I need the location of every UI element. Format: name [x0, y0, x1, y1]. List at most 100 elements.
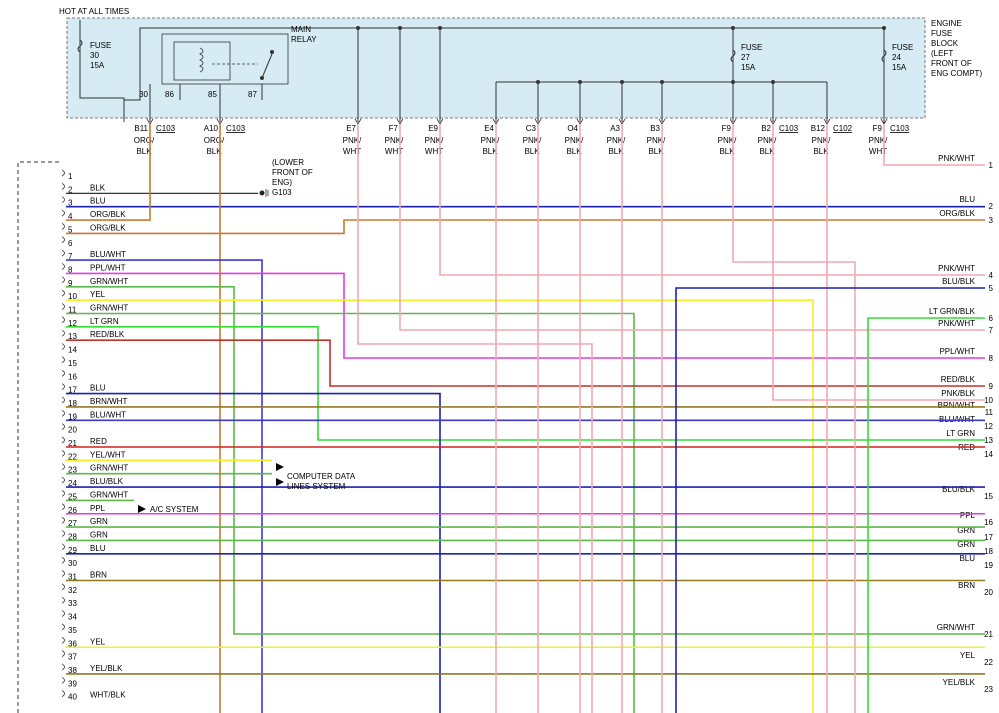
connector-pin-label: E9: [428, 124, 438, 133]
left-pin-number: 21: [68, 439, 77, 448]
connector-wire-color: BLK: [608, 147, 624, 156]
right-pin-number: 15: [984, 492, 993, 501]
left-pin-number: 3: [68, 199, 73, 208]
right-wire-label: BLU/BLK: [942, 485, 976, 494]
left-pin-number: 17: [68, 386, 77, 395]
fuse-block-name-line: (LEFT: [931, 49, 953, 58]
connector-wire-color: WHT: [385, 147, 403, 156]
connector-wire-color: PNK/: [718, 136, 737, 145]
wire-yel: [66, 299, 814, 713]
left-pin-number: 31: [68, 573, 77, 582]
right-pin-number: 18: [984, 547, 993, 556]
connector-wire-color: PNK/: [607, 136, 626, 145]
ground-location-line: FRONT OF: [272, 168, 313, 177]
left-pin-wire-label: GRN/WHT: [90, 490, 128, 499]
fuse-symbol: [77, 39, 83, 53]
left-pin-number: 33: [68, 599, 77, 608]
pin-bracket: [61, 583, 65, 591]
right-pin-number: 4: [989, 271, 994, 280]
fuse-label: 15A: [741, 63, 756, 72]
pin-bracket: [61, 369, 65, 377]
relay-contact: [260, 76, 264, 80]
left-pin-number: 9: [68, 279, 73, 288]
left-pin-wire-label: LT GRN: [90, 317, 119, 326]
left-pin-wire-label: BRN: [90, 571, 107, 580]
fuse-label: 15A: [892, 63, 907, 72]
left-pin-number: 39: [68, 679, 77, 688]
junction-dot: [731, 80, 735, 84]
fuse-label: FUSE: [90, 41, 111, 50]
arrow-icon: [276, 478, 284, 486]
right-pin-number: 6: [989, 314, 994, 323]
left-pin-number: 4: [68, 212, 73, 221]
right-wire-label: YEL/BLK: [943, 678, 976, 687]
pin-bracket: [61, 690, 65, 697]
left-pin-wire-label: BLK: [90, 183, 106, 192]
fuse-label: 24: [892, 53, 901, 62]
arrow-icon: [276, 463, 284, 471]
pin-bracket: [61, 436, 65, 444]
relay-pin-label: 87: [248, 90, 257, 99]
connector-wire-color: PNK/: [869, 136, 888, 145]
left-pin-number: 36: [68, 639, 77, 648]
pin-bracket: [61, 183, 65, 190]
wire-pnk-wht: [439, 124, 985, 276]
pin-bracket: [61, 236, 65, 244]
left-pin-number: 5: [68, 225, 73, 234]
right-pin-number: 19: [984, 561, 993, 570]
pin-bracket: [61, 356, 65, 364]
wire-red-blk: [66, 339, 985, 387]
right-pin-number: 17: [984, 533, 993, 542]
pin-bracket: [61, 503, 65, 511]
left-pin-wire-label: ORG/BLK: [90, 210, 126, 219]
left-pin-number: 28: [68, 532, 77, 541]
junction-dot: [398, 26, 402, 30]
ground-icon-bars: [265, 189, 269, 197]
main-relay-label: RELAY: [291, 35, 317, 44]
right-wire-label: PNK/WHT: [938, 154, 975, 163]
connector-pin-label: O4: [567, 124, 578, 133]
pin-bracket: [61, 289, 65, 297]
left-pin-wire-label: YEL: [90, 290, 106, 299]
left-pin-number: 27: [68, 519, 77, 528]
main-relay-label: MAIN: [291, 25, 311, 34]
pin-bracket: [61, 463, 65, 471]
pin-bracket: [61, 329, 65, 337]
pin-bracket: [61, 276, 65, 284]
connector-pin-label: E7: [346, 124, 356, 133]
connector-id-label: C103: [890, 124, 910, 133]
pin-bracket: [61, 169, 65, 177]
connector-wire-color: BLK: [566, 147, 582, 156]
junction-dot: [438, 26, 442, 30]
connector-wire-color: WHT: [343, 147, 361, 156]
right-pin-number: 2: [989, 202, 994, 211]
right-wire-label: BLU: [959, 554, 975, 563]
right-wire-label: BLU: [959, 195, 975, 204]
left-pin-number: 20: [68, 426, 77, 435]
left-pin-number: 16: [68, 372, 77, 381]
junction-dot: [356, 26, 360, 30]
connector-wire-color: BLK: [206, 147, 222, 156]
connector-wire-color: BLK: [524, 147, 540, 156]
left-pin-number: 7: [68, 252, 73, 261]
left-pin-wire-label: PPL: [90, 504, 106, 513]
connector-id-label: C103: [226, 124, 246, 133]
pin-bracket: [61, 450, 65, 457]
left-pin-wire-label: RED/BLK: [90, 330, 125, 339]
fuse-label: 15A: [90, 61, 105, 70]
left-pin-number: 37: [68, 653, 77, 662]
right-pin-number: 3: [989, 216, 994, 225]
pin-bracket: [61, 383, 65, 390]
connector-pin-label: B11: [134, 124, 148, 133]
wire-blu: [66, 392, 441, 713]
right-pin-number: 1: [989, 161, 994, 170]
left-pin-number: 12: [68, 319, 77, 328]
connector-wire-color: PNK/: [812, 136, 831, 145]
fuse-block-name-line: BLOCK: [931, 39, 959, 48]
computer-data-label: COMPUTER DATA: [287, 472, 356, 481]
right-wire-label: PNK/WHT: [938, 319, 975, 328]
main-relay-box: [161, 33, 289, 85]
relay-pin-label: 86: [165, 90, 174, 99]
left-pin-wire-label: BLU: [90, 544, 106, 553]
left-pin-wire-label: WHT/BLK: [90, 691, 126, 700]
